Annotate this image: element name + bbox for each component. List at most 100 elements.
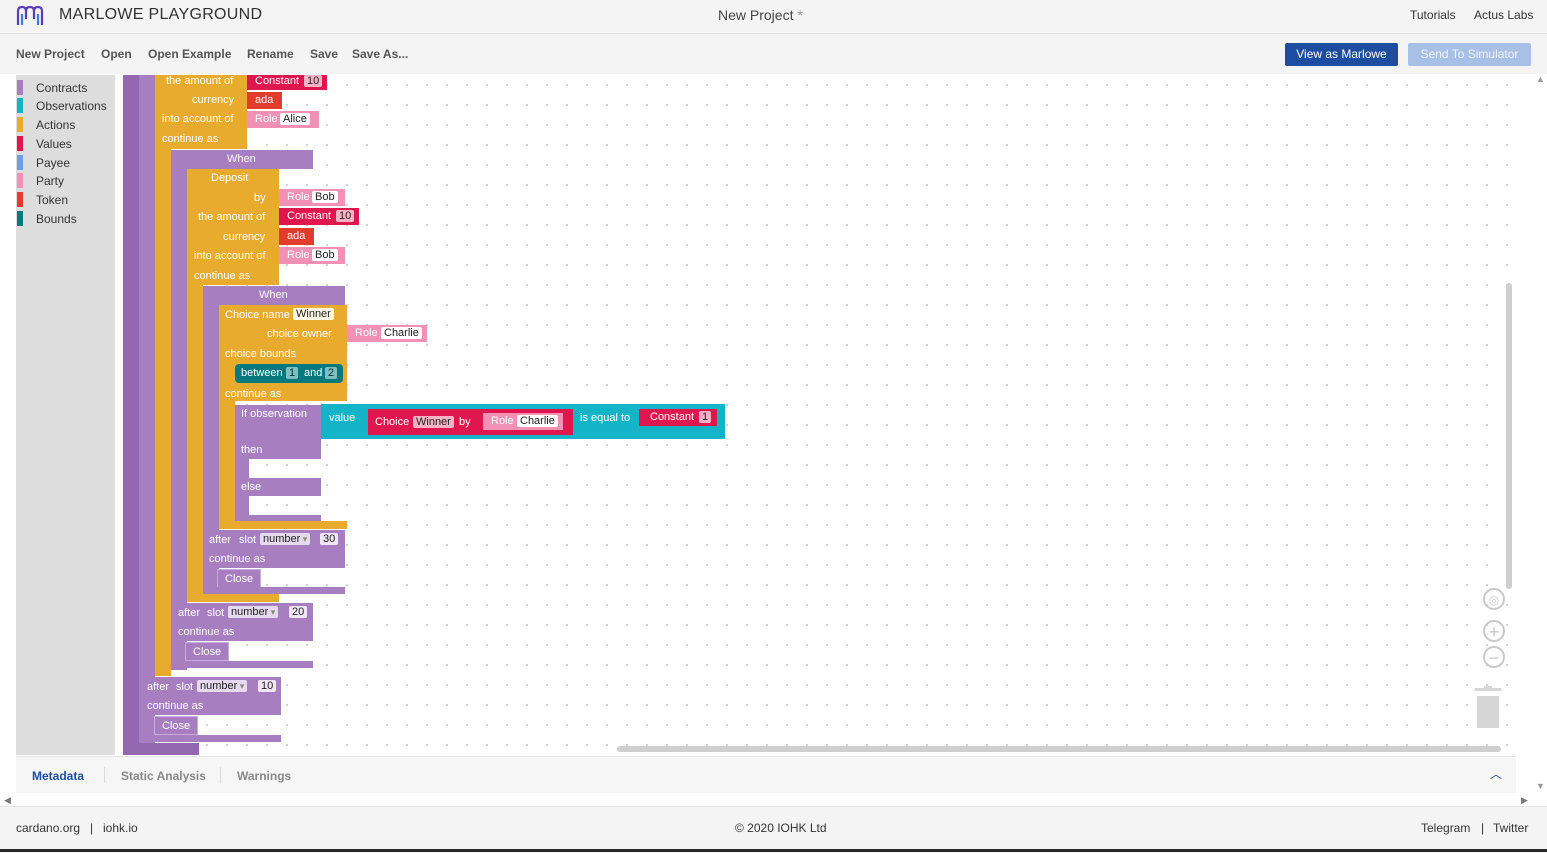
bounds-between-block[interactable]: between 1 and 2 [235,364,343,383]
token-ada-block[interactable]: ada [247,92,282,109]
constant-value-block[interactable]: Constant 10 [247,75,327,90]
label-continue-as-2: continue as [194,270,251,282]
label-after-3: after [147,681,170,693]
page-footer: cardano.org | iohk.io © 2020 IOHK Ltd Te… [0,806,1547,853]
tab-divider [104,767,105,783]
marlowe-logo-icon[interactable] [16,5,44,27]
close-block-1[interactable]: Close [217,569,261,588]
bottom-panel-tabs: Metadata Static Analysis Warnings ︿ [16,756,1516,793]
close-block-3[interactable]: Close [154,716,198,735]
when-block-2-spine[interactable] [171,150,187,670]
trash-icon[interactable] [1474,686,1502,730]
project-name: New Project [718,7,794,23]
constant-value-block-2[interactable]: Constant 10 [279,208,359,225]
label-the-amount-of: the amount of [166,75,234,87]
slot-type-dropdown-2[interactable]: number [228,606,279,618]
when-block-3-header[interactable]: When [203,286,345,305]
role-bob-block-2[interactable]: Role Bob [279,247,345,264]
twitter-link[interactable]: Twitter [1493,821,1529,835]
toolbox-category-observations[interactable]: Observations [17,98,115,115]
label-continue-as: continue as [162,133,219,145]
slot-type-dropdown-3[interactable]: number [197,680,248,692]
tab-static-analysis[interactable]: Static Analysis [121,769,206,783]
if-block-body[interactable] [235,405,321,459]
choice-name-field[interactable]: Winner [293,308,334,320]
deposit-block-outer-body[interactable] [155,75,247,149]
toolbox-category-bounds[interactable]: Bounds [17,211,115,228]
label-slot-3: slot [176,681,194,693]
recenter-icon[interactable]: ◎ [1483,588,1505,610]
slot-value-20[interactable]: 20 [289,606,308,618]
toolbox-category-values[interactable]: Values [17,136,115,153]
save-button[interactable]: Save [310,47,339,61]
horizontal-scrollbar[interactable] [617,746,1501,752]
label-the-amount-of-2: the amount of [198,211,266,223]
constant-value-block-3[interactable]: Constant 1 [639,409,717,426]
chevron-up-icon[interactable]: ︿ [1490,767,1503,781]
tab-metadata[interactable]: Metadata [32,769,85,783]
toolbox-category-party[interactable]: Party [17,173,115,190]
label-continue-as-5: continue as [178,626,235,638]
label-into-account-of: into account of [162,113,234,125]
rename-button[interactable]: Rename [247,47,294,61]
blockly-workspace[interactable]: Contracts Observations Actions Values Pa… [16,75,1517,755]
if-block-else-row[interactable] [235,478,321,496]
role-charlie-block-2[interactable]: Role Charlie [483,413,563,430]
label-continue-as-6: continue as [147,700,204,712]
slot-value-10[interactable]: 10 [258,680,277,692]
window-bottom-edge [0,849,1547,852]
iohk-link[interactable]: iohk.io [103,821,138,835]
open-example-button[interactable]: Open Example [148,47,232,61]
close-block-2[interactable]: Close [185,642,229,661]
when-block-3-footer[interactable] [203,587,345,594]
scroll-left-icon[interactable]: ◀ [4,795,11,805]
slot-type-dropdown-1[interactable]: number [260,533,311,545]
if-block-footer[interactable] [235,515,321,522]
label-deposit: Deposit [211,172,249,184]
zoom-out-icon[interactable]: − [1483,646,1505,668]
scroll-down-icon[interactable]: ▼ [1536,781,1545,791]
toolbox-category-token[interactable]: Token [17,192,115,209]
deposit-block-2-body[interactable] [187,169,279,285]
when-block-outer-spine[interactable] [139,75,155,743]
tab-warnings[interactable]: Warnings [237,769,292,783]
deposit-block-2-footer[interactable] [187,594,279,602]
toolbox-category-payee[interactable]: Payee [17,155,115,172]
actus-labs-link[interactable]: Actus Labs [1474,8,1534,22]
when-block-2-footer[interactable] [171,661,313,668]
open-button[interactable]: Open [101,47,132,61]
telegram-link[interactable]: Telegram [1421,821,1471,835]
cardano-link[interactable]: cardano.org [16,821,81,835]
vertical-scrollbar[interactable] [1506,283,1512,589]
scroll-right-icon[interactable]: ▶ [1521,795,1528,805]
zoom-in-icon[interactable]: + [1483,620,1505,642]
deposit-block-outer-spine[interactable] [155,75,171,675]
if-block-spine[interactable] [235,405,249,522]
when-block-3-spine[interactable] [203,286,219,594]
when-block-2-header[interactable]: When [171,150,313,169]
role-bob-block-1[interactable]: Role Bob [279,189,345,206]
choice-block-footer[interactable] [219,521,347,529]
toolbox-category-actions[interactable]: Actions [17,117,115,134]
choice-block-body[interactable] [219,305,347,401]
send-to-simulator-button[interactable]: Send To Simulator [1408,43,1531,66]
view-as-marlowe-button[interactable]: View as Marlowe [1285,43,1398,66]
label-is-equal-to: is equal to [580,412,631,424]
when-block-outer-footer[interactable] [139,735,281,742]
tutorials-link[interactable]: Tutorials [1410,8,1456,22]
role-alice-block[interactable]: Role Alice [247,111,319,128]
slot-value-30[interactable]: 30 [320,533,339,545]
top-header: MARLOWE PLAYGROUND New Project * Tutoria… [0,0,1547,34]
save-as-button[interactable]: Save As... [352,47,409,61]
deposit-block-outer-footer[interactable] [155,668,171,676]
role-charlie-block-1[interactable]: Role Charlie [347,325,427,342]
new-project-button[interactable]: New Project [16,47,85,61]
contract-block-footer[interactable] [123,743,199,755]
scroll-up-icon[interactable]: ▲ [1536,74,1545,84]
label-then: then [241,444,263,456]
contract-block-outer[interactable] [123,75,139,755]
label-after-1: after [209,534,232,546]
token-ada-block-2[interactable]: ada [279,228,314,245]
toolbox-category-contracts[interactable]: Contracts [17,80,115,97]
project-title: New Project * [718,7,803,23]
